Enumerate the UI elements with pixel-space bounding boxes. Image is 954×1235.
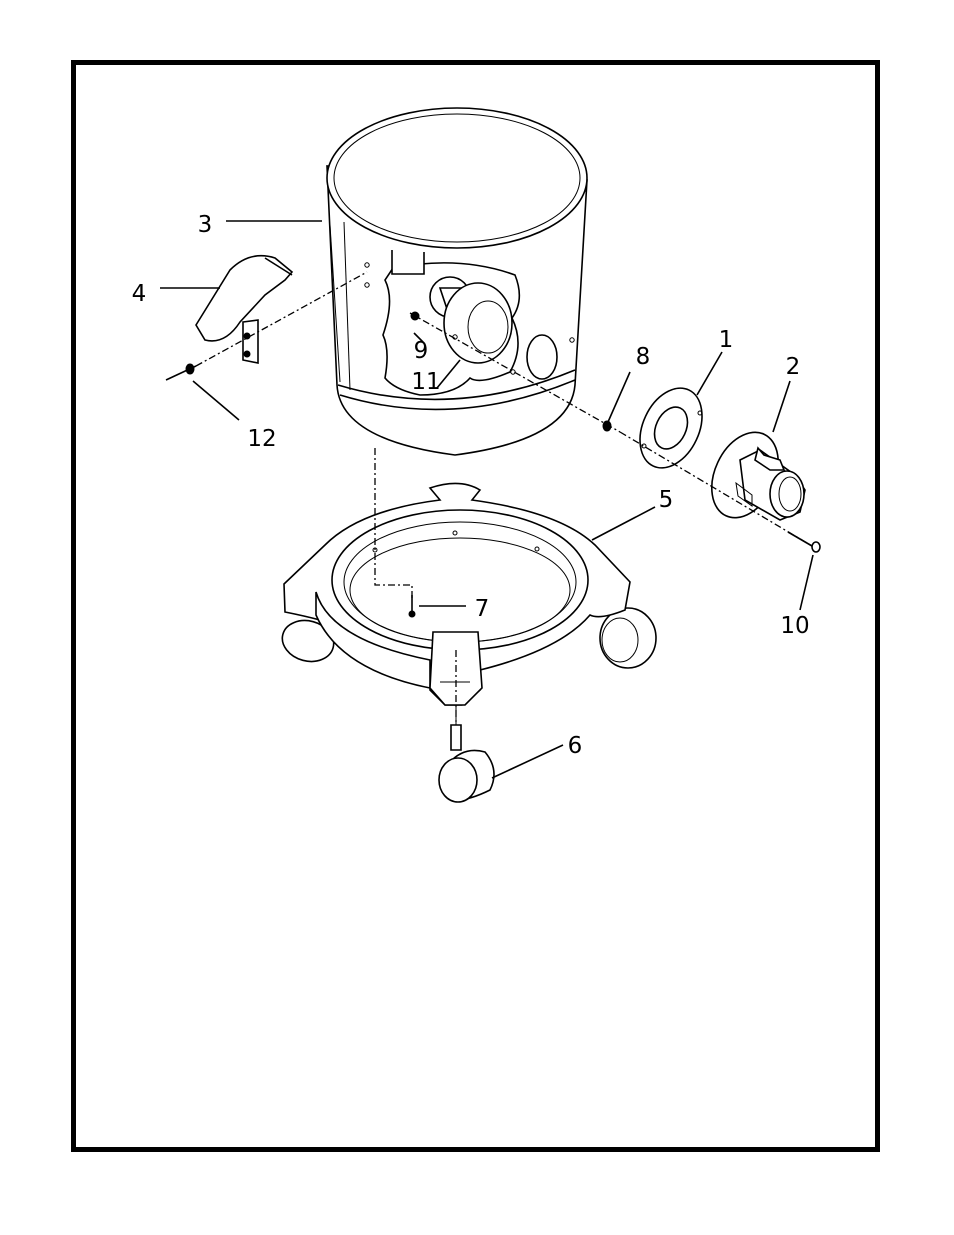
callout-1: 1 xyxy=(719,327,734,353)
callout-11: 11 xyxy=(411,369,440,395)
caster-part xyxy=(439,705,494,802)
latch-screw-part xyxy=(166,364,196,380)
tank-part xyxy=(327,108,587,455)
gasket-part xyxy=(628,378,714,478)
dolly-part xyxy=(278,483,656,705)
callout-7: 7 xyxy=(475,596,490,622)
latch-part xyxy=(196,256,292,363)
callout-12: 12 xyxy=(247,426,276,452)
inlet-adaptor-part xyxy=(699,422,805,529)
callout-4: 4 xyxy=(132,281,147,307)
callout-2: 2 xyxy=(786,354,801,380)
callout-9: 9 xyxy=(414,338,429,364)
callout-8: 8 xyxy=(636,344,651,370)
callout-3: 3 xyxy=(198,212,213,238)
callout-5: 5 xyxy=(659,487,674,513)
callout-6: 6 xyxy=(568,733,583,759)
callout-10: 10 xyxy=(780,613,809,639)
